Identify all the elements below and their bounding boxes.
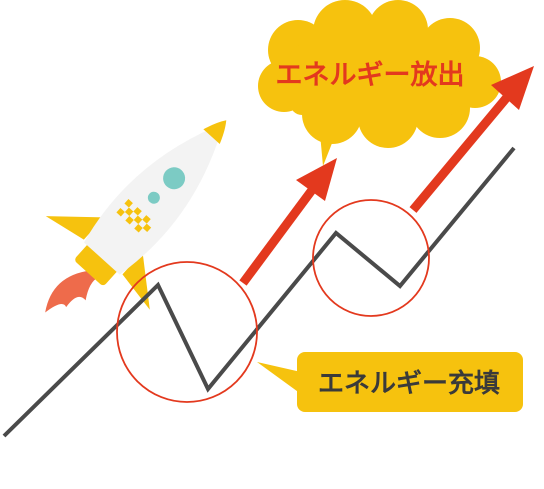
rocket-fins [45,216,150,310]
energy-release-callout: エネルギー放出 [258,0,501,166]
highlight-circle-right [312,199,430,317]
energy-charge-label: エネルギー充填 [318,368,500,399]
zigzag-line [2,146,516,438]
release-arrow-left [239,158,337,286]
charge-callout-shape [257,352,523,412]
release-arrow-right [409,66,534,213]
rocket-nose [203,120,227,144]
release-cloud-shape [258,0,501,166]
rocket-checker-pattern [116,199,152,233]
rocket-icon [45,120,227,313]
energy-charge-callout: エネルギー充填 [257,352,523,412]
rocket-windows [147,167,186,204]
rocket-flame [45,270,99,313]
highlight-circle-left [116,261,258,403]
energy-release-label: エネルギー放出 [276,59,465,91]
